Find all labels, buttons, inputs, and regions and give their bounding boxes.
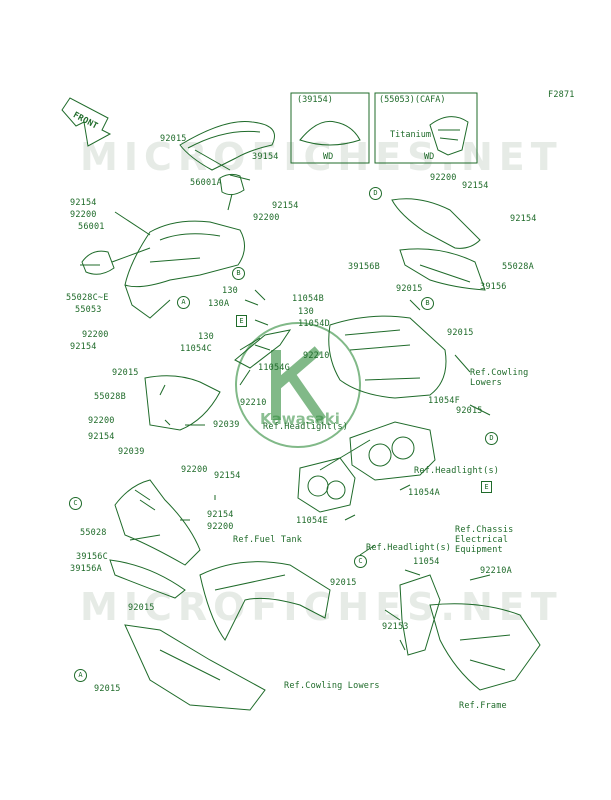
part-label: 130: [298, 307, 314, 317]
bracket: [234, 329, 292, 369]
part-label: 92015: [447, 328, 474, 338]
part-label: 92210: [240, 398, 267, 408]
part-label: 92015: [330, 578, 357, 588]
part-label: 11054A: [408, 488, 440, 498]
part-label: 55028C~E: [66, 293, 109, 303]
part-label: 55028A: [502, 262, 534, 272]
part-label: 92039: [213, 420, 240, 430]
part-label: 55028: [80, 528, 107, 538]
part-label: 92153: [382, 622, 409, 632]
ref-label: Ref.Fuel Tank: [233, 535, 303, 545]
part-label: 92154: [70, 198, 97, 208]
part-label: 92154: [510, 214, 537, 224]
inset-1-sub: WD: [323, 152, 334, 162]
part-label: 92015: [128, 603, 155, 613]
part-label: 56001: [78, 222, 105, 232]
inset-2-sub: WD: [424, 152, 435, 162]
part-label: 92200: [430, 173, 457, 183]
part-label: 11054E: [296, 516, 328, 526]
figure-code: F2871: [548, 90, 575, 100]
part-label: 56001A: [190, 178, 222, 188]
part-label: 92154: [70, 342, 97, 352]
ref-label: Ref.Frame: [459, 701, 507, 711]
part-label: 92015: [94, 684, 121, 694]
part-label: 92015: [112, 368, 139, 378]
windscreen: [179, 120, 275, 171]
part-label: 92210A: [480, 566, 512, 576]
ref-label: Ref.Chassis Electrical Equipment: [455, 525, 514, 555]
ref-label: Ref.Cowling Lowers: [470, 368, 529, 388]
ref-label: Ref.Cowling Lowers: [284, 681, 380, 691]
inset-1-title: (39154): [297, 95, 333, 105]
part-label: 92200: [181, 465, 208, 475]
callout-a: A: [177, 296, 190, 309]
part-label: 39156: [480, 282, 507, 292]
part-label: 92200: [253, 213, 280, 223]
part-label: 92154: [272, 201, 299, 211]
callout-e: E: [481, 481, 492, 493]
part-label: 11054B: [292, 294, 324, 304]
inset-box-2: [374, 92, 478, 164]
part-label: 39156B: [348, 262, 380, 272]
part-label: 11054D: [298, 319, 330, 329]
kawasaki-logo-icon: [235, 322, 361, 448]
part-label: 92015: [456, 406, 483, 416]
callout-b: B: [421, 297, 434, 310]
tank-cover: [199, 561, 331, 641]
part-label: 130: [222, 286, 238, 296]
part-label: 92200: [207, 522, 234, 532]
part-label: 92200: [82, 330, 109, 340]
part-label: 92154: [214, 471, 241, 481]
callout-a: A: [74, 669, 87, 682]
ref-label: Ref.Headlight(s): [263, 422, 349, 432]
part-label: 39154: [252, 152, 279, 162]
callout-c: C: [69, 497, 82, 510]
callout-d: D: [485, 432, 498, 445]
part-label: 92200: [88, 416, 115, 426]
inset-2-title: (55053)(CAFA): [379, 95, 446, 105]
part-label: 130: [198, 332, 214, 342]
inset-box-1: [290, 92, 370, 164]
part-label: 92015: [396, 284, 423, 294]
part-label: 39156A: [70, 564, 102, 574]
headlight-assembly: [297, 421, 436, 513]
part-label: 92154: [88, 432, 115, 442]
part-label: 92154: [207, 510, 234, 520]
callout-c: C: [354, 555, 367, 568]
part-label: 92154: [462, 181, 489, 191]
frame-bracket: [399, 574, 441, 656]
inner-panel-right: [328, 315, 447, 399]
lower-cowl: [124, 624, 266, 711]
part-label: 92200: [70, 210, 97, 220]
upper-cowl-left: [124, 220, 245, 288]
part-label: 92210: [303, 351, 330, 361]
part-label: 92015: [160, 134, 187, 144]
callout-b: B: [232, 267, 245, 280]
part-label: 55053: [75, 305, 102, 315]
front-arrow-icon: [61, 97, 112, 147]
inner-panel-left: [144, 375, 221, 431]
ref-label: Ref.Headlight(s): [366, 543, 452, 553]
logo-text: Kawasaki: [260, 410, 340, 428]
part-label: 11054C: [180, 344, 212, 354]
inset-2-note: Titanium: [390, 130, 431, 140]
part-label: 11054G: [258, 363, 290, 373]
mirror: [219, 173, 245, 196]
callout-e: E: [236, 315, 247, 327]
part-label: 11054F: [428, 396, 460, 406]
part-label: 92039: [118, 447, 145, 457]
upper-cowl-right: [391, 198, 481, 249]
side-cowl-left: [114, 479, 201, 566]
callout-d: D: [369, 187, 382, 200]
part-label: 55028B: [94, 392, 126, 402]
part-label: 39156C: [76, 552, 108, 562]
part-label: 11054: [413, 557, 440, 567]
ref-label: Ref.Headlight(s): [414, 466, 500, 476]
part-label: 130A: [208, 299, 230, 309]
